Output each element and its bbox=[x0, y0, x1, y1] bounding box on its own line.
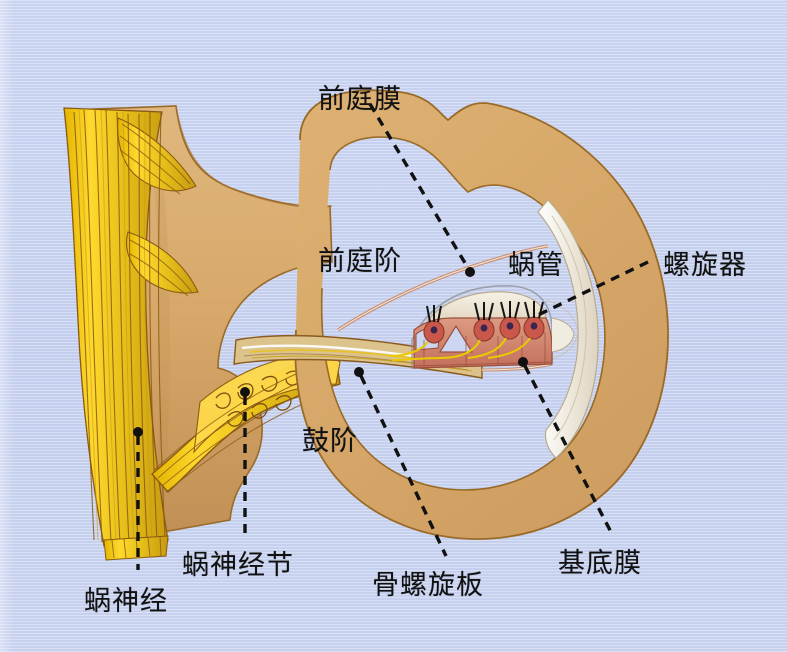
leader-spiral-organ bbox=[535, 260, 649, 318]
label-spiral-organ: 螺旋器 bbox=[663, 250, 747, 281]
label-osseous-spiral-lamina: 骨螺旋板 bbox=[372, 570, 484, 601]
dot-basilar-membrane bbox=[518, 357, 528, 367]
spiral-ligament bbox=[537, 199, 599, 459]
dot-osseous-spiral-lamina bbox=[354, 367, 364, 377]
basilar-membrane-line bbox=[481, 362, 553, 372]
dot-cochlear-nerve bbox=[133, 427, 143, 437]
label-cochlear-duct: 蜗管 bbox=[508, 250, 564, 281]
ligament-attachment bbox=[551, 317, 575, 353]
label-scala-vestibuli: 前庭阶 bbox=[318, 246, 402, 277]
vestibular-membrane-line bbox=[337, 244, 549, 332]
label-cochlear-nerve: 蜗神经 bbox=[84, 586, 168, 617]
nerve-fibrils bbox=[389, 337, 531, 361]
label-spiral-ganglion: 蜗神经节 bbox=[182, 550, 294, 581]
label-scala-tympani: 鼓阶 bbox=[302, 426, 358, 457]
label-vestibular-membrane: 前庭膜 bbox=[318, 84, 402, 115]
stereocilia bbox=[426, 301, 544, 323]
hair-cells bbox=[423, 316, 545, 344]
dot-vestibular-membrane bbox=[465, 267, 475, 277]
leader-lines bbox=[136, 103, 649, 570]
leader-osseous-spiral-lamina bbox=[359, 375, 448, 557]
leader-dots bbox=[133, 267, 528, 437]
label-basilar-membrane: 基底膜 bbox=[558, 548, 642, 579]
organ-of-corti bbox=[389, 285, 553, 369]
dot-spiral-ganglion bbox=[240, 387, 250, 397]
